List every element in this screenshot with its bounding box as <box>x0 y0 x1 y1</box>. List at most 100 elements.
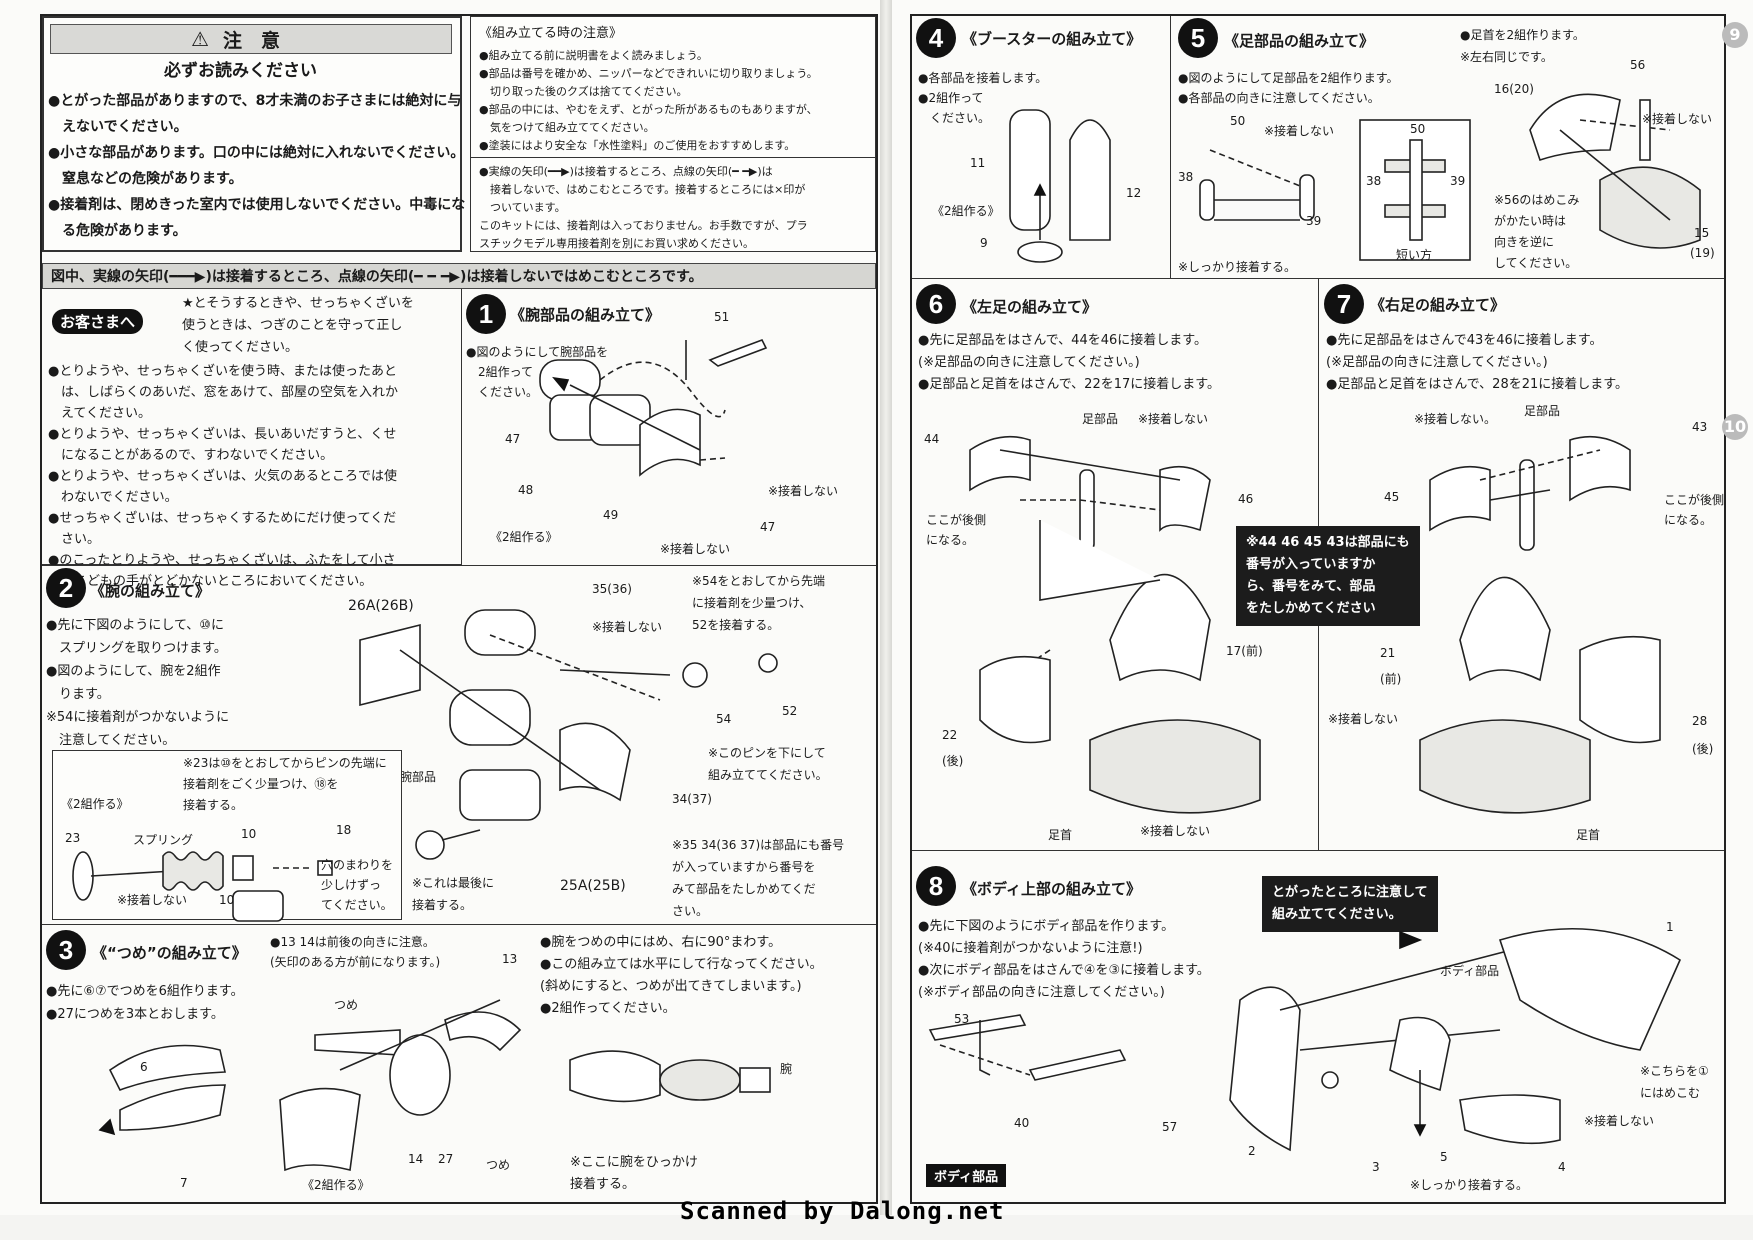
customer-item: えてください。 <box>48 406 151 421</box>
step-text-line: 2組作って <box>466 365 534 379</box>
step-text-line: ●図のようにして足部品を2組作ります。 <box>1178 71 1399 85</box>
step-text-line: (※足部品の向きに注意してください。) <box>1326 355 1548 370</box>
step-text-line: ●27につめを3本とおします。 <box>46 1007 224 1022</box>
note-line: になる。 <box>1664 513 1713 527</box>
note-line: ●腕をつめの中にはめ、右に90°まわす。 <box>540 935 782 950</box>
hole-note: 穴のまわりを 少しけずっ てください。 <box>321 855 393 915</box>
step6-text: ●先に足部品をはさんで、44を46に接着します。 (※足部品の向きに注意してくだ… <box>918 330 1220 396</box>
assembly-notes-box: 《組み立てる時の注意》 ●組み立てる前に説明書をよく読みましょう。 ●部品は番号… <box>470 16 876 252</box>
label-no-glue: ※接着しない <box>592 620 663 634</box>
note-line: ●2組作ってください。 <box>540 1001 676 1016</box>
label-p21: 21 <box>1380 646 1396 660</box>
label-p53: 53 <box>954 1012 970 1026</box>
note-line: 穴のまわりを <box>321 858 394 872</box>
note-line: が入っていますから番号を <box>672 860 816 874</box>
label-firm: ※しっかり接着する。 <box>1178 260 1297 274</box>
customer-item: ●のこったとりようや、せっちゃくざいは、ふたをして小さ <box>48 553 396 568</box>
step-text-line: ●各部品を接着します。 <box>918 71 1048 85</box>
note-line: てください。 <box>321 898 393 912</box>
step7-title: 《右足の組み立て》 <box>1370 296 1506 314</box>
label-p38: 38 <box>1178 170 1194 184</box>
note-item: ●部品は番号を確かめ、ニッパーなどできれいに切り取りましょう。 <box>479 67 818 80</box>
note-line: ら、番号をみて、部品 <box>1246 579 1376 594</box>
label-p6: 6 <box>140 1060 148 1074</box>
step8-figure <box>928 927 1682 1152</box>
note-line: ここが後側 <box>926 513 987 527</box>
page-number-10: 10 <box>1722 414 1748 440</box>
step3-figure <box>98 999 771 1172</box>
label-no-glue: ※接着しない <box>768 484 839 498</box>
step8-text: ●先に下図のようにボディ部品を作ります。 (※40に接着剤がつかないように注意!… <box>918 916 1210 1004</box>
note-line: (矢印のある方が前になります。) <box>270 955 441 969</box>
step2-text: ●先に下図のようにして、⑩に スプリングを取りつけます。 ●図のようにして、腕を… <box>46 614 229 752</box>
note-line: ●この組み立ては水平にして行なってください。 <box>540 957 823 972</box>
step1-title: 《腕部品の組み立て》 <box>510 306 661 324</box>
step-text-line: ●先に下図のようにボディ部品を作ります。 <box>918 919 1175 934</box>
step-text-line: (※足部品の向きに注意してください。) <box>918 355 1140 370</box>
label-p39: 39 <box>1450 174 1466 188</box>
step3-hook-note: ※ここに腕をひっかけ 接着する。 <box>570 1152 698 1196</box>
label-make2: 《2組作る》 <box>932 204 1000 218</box>
legend-bar: 図中、実線の矢印(━━━▶)は接着するところ、点線の矢印(━ ━ ━▶)は接着し… <box>42 263 876 289</box>
step5-text: ●図のようにして足部品を2組作ります。 ●各部品の向きに注意してください。 <box>1178 68 1399 108</box>
step5b-text: ●足首を2組作ります。 ※左右同じです。 <box>1460 24 1585 68</box>
label-p46: 46 <box>1238 492 1254 506</box>
note-line: (斜めにすると、つめが出てきてしまいます。) <box>540 979 802 994</box>
assembly-notes-items: ●組み立てる前に説明書をよく読みましょう。 ●部品は番号を確かめ、ニッパーなどで… <box>479 47 818 155</box>
step6-figure <box>969 435 1261 814</box>
step4-title: 《ブースターの組み立て》 <box>962 30 1142 48</box>
step-text-line: ●各部品の向きに注意してください。 <box>1178 91 1380 105</box>
label-p40: 40 <box>1014 1116 1030 1130</box>
glue-note-line: このキットには、接着剤は入っておりません。お手数ですが、プラ <box>479 219 808 232</box>
step8-warning: とがったところに注意して 組み立ててください。 <box>1262 876 1438 932</box>
label-p26: 26A(26B) <box>348 598 414 614</box>
label-no-glue: ※接着しない <box>1642 112 1713 126</box>
note-item: 気をつけて組み立ててください。 <box>479 121 655 134</box>
label-p47: 47 <box>505 432 521 446</box>
step6-number: 6 <box>916 284 956 324</box>
label-no-glue: ※接着しない <box>1584 1114 1655 1128</box>
label-p14: 14 <box>408 1152 424 1166</box>
right-frame <box>910 14 1726 1204</box>
arrow-note-line: ●実線の矢印(━━▶)は接着するところ、点線の矢印(━ ━▶)は <box>479 165 773 178</box>
label-p51: 51 <box>714 310 730 324</box>
step3-text: ●先に⑥⑦でつめを6組作ります。 ●27につめを3本とおします。 <box>46 980 244 1026</box>
note-line: ※このピンを下にして <box>708 746 826 760</box>
step1-text: ●図のようにして腕部品を 2組作って ください。 <box>466 342 608 402</box>
caution-item: ●接着剤は、閉めきった室内では使用しないでください。中毒にな <box>48 197 466 213</box>
label-p47: 47 <box>760 520 776 534</box>
step1-number: 1 <box>466 294 506 334</box>
label-p19: (19) <box>1690 246 1715 260</box>
label-p25: 25A(25B) <box>560 878 626 894</box>
divider <box>1170 16 1171 278</box>
step-text-line: スプリングを取りつけます。 <box>46 641 227 656</box>
note-line: にはめこむ <box>1640 1086 1701 1100</box>
label-ankle: 足首 <box>1576 828 1601 842</box>
customer-items: ●とりようや、せっちゃくざいを使う時、または使ったあと は、しばらくのあいだ、窓… <box>48 361 398 592</box>
step2-figure <box>359 609 778 860</box>
step2-subbox: 《2組作る》 ※23は⑩をとおしてからピンの先端に 接着剤をごく少量つけ、⑱を … <box>52 750 402 922</box>
caution-item: る危険があります。 <box>48 223 187 239</box>
divider <box>471 157 875 158</box>
note-line: がかたい時は <box>1494 214 1567 228</box>
label-p39: 39 <box>1306 214 1322 228</box>
step1-figure <box>539 338 768 477</box>
label-arm: 腕 <box>780 1062 793 1076</box>
label-no-glue: ※接着しない <box>1138 412 1209 426</box>
label-firm: ※しっかり接着する。 <box>1410 1178 1529 1192</box>
customer-intro: ★とそうするときや、せっちゃくざいを 使うときは、つぎのことを守って正し く使っ… <box>182 293 414 359</box>
step2-note54: ※54をとおしてから先端 に接着剤を少量つけ、 52を接着する。 <box>692 570 825 636</box>
label-p11: 11 <box>970 156 986 170</box>
step-text-line: ●先に足部品をはさんで43を46に接着します。 <box>1326 333 1603 348</box>
label-p15: 15 <box>1694 226 1710 240</box>
step67-note: ※44 46 45 43は部品にも 番号が入っていますか ら、番号をみて、部品 … <box>1236 526 1420 626</box>
note-line: になる。 <box>926 533 975 547</box>
intro-line: 使うときは、つぎのことを守って正し <box>182 318 403 333</box>
note-line: ※こちらを① <box>1640 1064 1709 1078</box>
step5-title: 《足部品の組み立て》 <box>1224 32 1375 50</box>
step-text-line: ●2組作って <box>918 91 984 105</box>
label-no-glue: ※接着しない <box>660 542 731 556</box>
body-part-badge: ボディ部品 <box>926 1164 1007 1187</box>
label-p13: 13 <box>502 952 518 966</box>
page-fold <box>880 0 892 1215</box>
